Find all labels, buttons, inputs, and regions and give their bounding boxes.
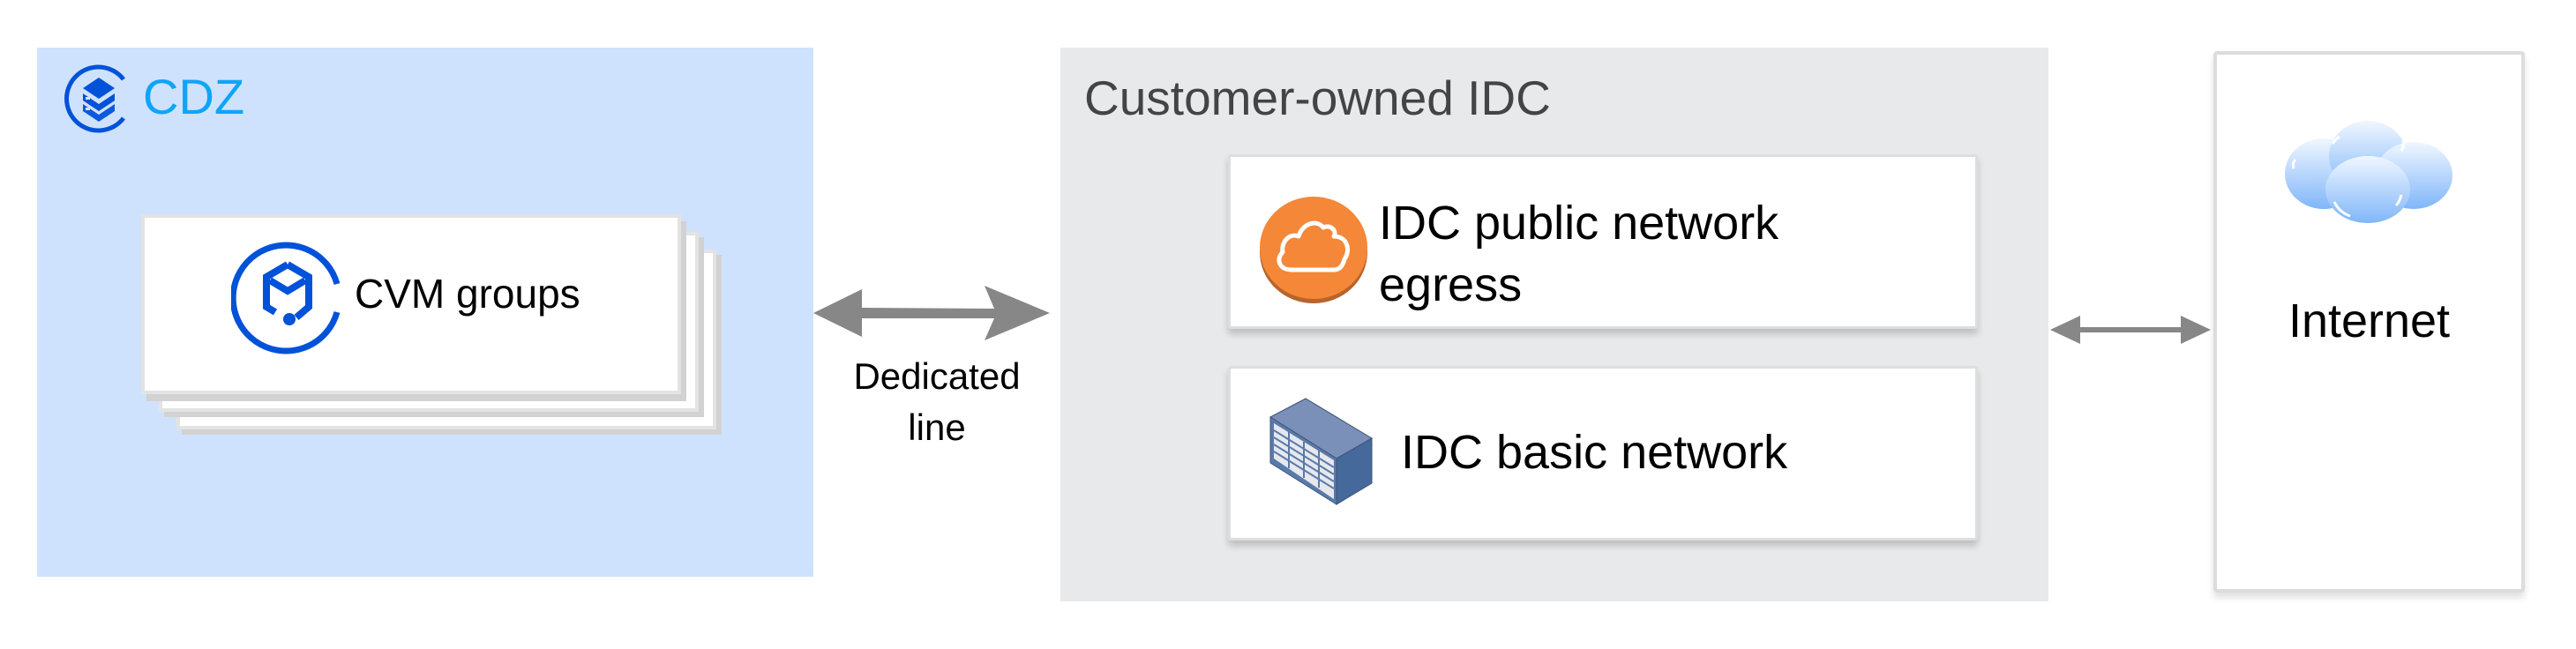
cloud-icon	[2285, 121, 2452, 223]
server-rack-icon	[1269, 398, 1373, 505]
idc-public-network-egress-text: IDC public network egress	[1379, 197, 1779, 311]
internet-label: Internet	[2288, 295, 2451, 347]
cvm-groups-label: CVM groups	[355, 271, 580, 317]
dedicated-line-label: Dedicated line	[829, 351, 1045, 453]
dedicated-line-arrow	[813, 286, 1050, 340]
cvm-cube-icon	[231, 242, 341, 354]
dedicated-line-label-line-2: line	[908, 407, 966, 448]
dedicated-line-label-line-1: Dedicated	[853, 355, 1021, 397]
customer-idc-zone-label: Customer-owned IDC	[1084, 71, 1551, 125]
cloud-icon	[1260, 197, 1367, 303]
cdz-stack-icon	[64, 64, 125, 133]
idc-public-network-egress-label: IDC public network egress	[1379, 192, 1873, 316]
cdz-zone-label: CDZ	[143, 69, 245, 124]
idc-basic-network-label: IDC basic network	[1401, 426, 1788, 479]
internet-link-arrow	[2050, 316, 2211, 344]
cvm-groups-node[interactable]	[141, 214, 681, 394]
